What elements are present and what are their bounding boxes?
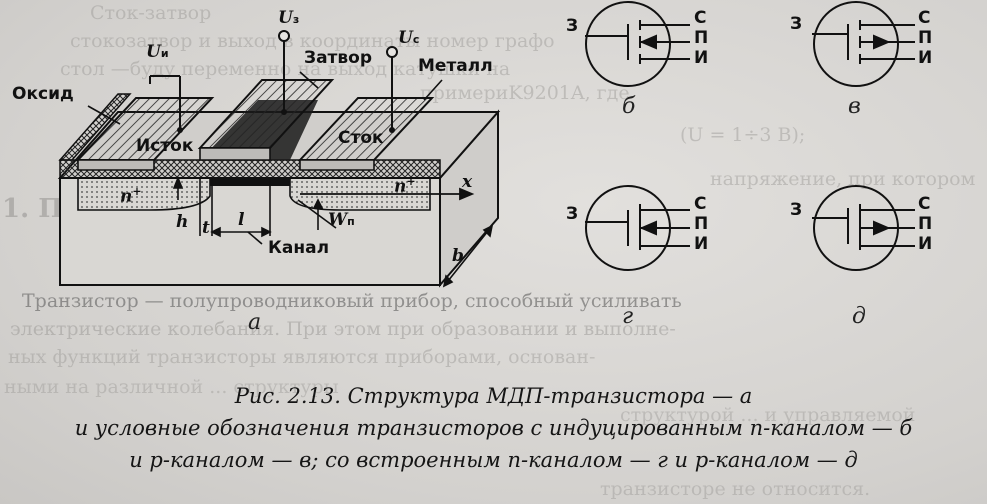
x-axis-label: x	[462, 172, 473, 192]
b-dimension-label: b	[452, 246, 464, 266]
istok-label: Исток	[136, 136, 194, 156]
symbol-g-substrate-label: П	[694, 214, 709, 234]
t-dimension-label: t	[202, 218, 210, 238]
ghost-line: стол —буду переменно на выход катушки на	[60, 58, 511, 80]
symbol-d-substrate-label: П	[918, 214, 933, 234]
n-plus-source-label: n+	[120, 185, 142, 207]
x-axis-arrow	[300, 187, 475, 201]
ghost-line: электрические колебания. При этом при об…	[10, 318, 676, 340]
dimension-marks	[172, 175, 272, 245]
kanal-label: Канал	[268, 238, 330, 258]
terminal-wires	[149, 30, 398, 130]
ghost-line: Сток-затвор	[90, 2, 212, 24]
symbol-b-substrate-label: П	[694, 28, 709, 48]
symbol-v-substrate-label: П	[918, 28, 933, 48]
symbol-d-sublabel: д	[852, 304, 866, 329]
symbol-b-drain-label: С	[694, 8, 707, 28]
figure-caption-line-3: и p-каналом — в; со встроенным n-каналом…	[129, 448, 858, 472]
symbol-d	[812, 185, 915, 271]
symbol-g	[585, 185, 690, 271]
symbol-g-sublabel: г	[622, 304, 634, 329]
metall-label: Металл	[418, 56, 493, 76]
symbol-v-sublabel: в	[848, 94, 861, 119]
source-voltage-label: Uи	[146, 42, 169, 62]
symbol-v-drain-label: С	[918, 8, 931, 28]
ghost-line: ных функций транзисторы являются прибора…	[8, 346, 596, 368]
ghost-line: структурой ... и управляемой	[620, 404, 916, 426]
ghost-line: ными на различной ... структуры	[4, 376, 339, 398]
figure-caption-line-1: Рис. 2.13. Структура МДП-транзистора — а	[234, 384, 753, 408]
symbol-v-gate-label: З	[790, 14, 803, 34]
symbol-b	[585, 1, 690, 87]
symbol-v-source-label: И	[918, 48, 933, 68]
stok-label: Сток	[338, 128, 384, 148]
symbol-b-sublabel: б	[622, 94, 636, 119]
symbol-b-source-label: И	[694, 48, 709, 68]
h-dimension-label: h	[176, 212, 189, 232]
drain-voltage-label: Uс	[398, 28, 420, 48]
symbol-b-gate-label: З	[566, 16, 579, 36]
leader-lines	[87, 71, 443, 229]
figure-a-sublabel: а	[248, 310, 262, 335]
gate-voltage-label: Uз	[278, 8, 300, 28]
ghost-line: напряжение, при котором	[710, 168, 976, 190]
gate-electrode	[197, 79, 335, 161]
zatvor-label: Затвор	[304, 48, 373, 68]
symbol-d-drain-label: С	[918, 194, 931, 214]
symbol-d-source-label: И	[918, 234, 933, 254]
ghost-line: транзисторе не относится.	[600, 478, 871, 500]
symbol-g-source-label: И	[694, 234, 709, 254]
drain-contact	[297, 97, 435, 171]
symbol-g-gate-label: З	[566, 204, 579, 224]
symbol-d-gate-label: З	[790, 200, 803, 220]
figure-caption-line-2: и условные обозначения транзисторов с ин…	[74, 416, 913, 440]
width-arrows	[312, 198, 494, 288]
source-contact	[75, 97, 215, 171]
ghost-line: примериK9201A, где	[420, 82, 630, 104]
ghost-line: стокозатвор и выход в координаты номер г…	[70, 30, 555, 52]
symbol-v	[812, 1, 915, 87]
ghost-line: Транзистор — полупроводниковый прибор, с…	[22, 290, 682, 312]
oksid-label: Оксид	[12, 84, 74, 104]
n-plus-drain-label: n+	[394, 175, 416, 197]
l-dimension-label: l	[238, 210, 245, 230]
w-channel-label: Wп	[328, 210, 355, 230]
symbol-g-drain-label: С	[694, 194, 707, 214]
ghost-line: (U = 1÷3 B);	[680, 124, 806, 146]
